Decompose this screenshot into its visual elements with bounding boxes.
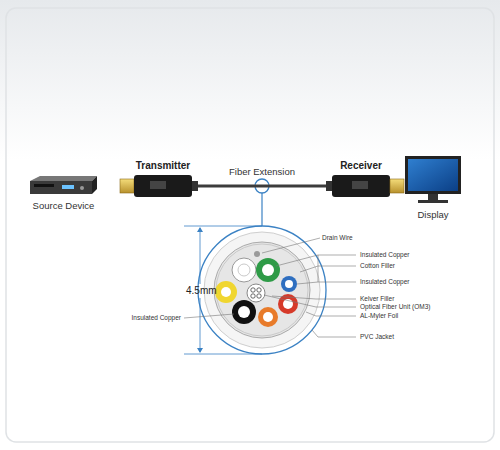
part-name: Optical Fiber Unit (OM3) (360, 303, 430, 311)
part-name: Insulated Copper (360, 251, 410, 259)
transmitter: Transmitter (134, 175, 192, 197)
dimension: 4.5mm (186, 285, 217, 297)
part-name: Cotton Filler (360, 262, 395, 270)
part-name: AL-Myler Foil (360, 312, 398, 320)
part-name: Drain Wire (322, 234, 353, 242)
part-name: Kelver Filler (360, 295, 394, 303)
device-label: Source Device (33, 200, 95, 211)
part-name: PVC Jacket (360, 333, 394, 341)
device-label: Receiver (340, 160, 382, 171)
cable-label: Fiber Extension (227, 166, 297, 177)
device-label: Transmitter (136, 160, 190, 171)
receiver: Receiver (332, 175, 390, 197)
source-device: Source Device (30, 176, 97, 194)
part-name: Insulated Copper (360, 278, 410, 286)
fiber-cable (198, 186, 326, 187)
device-label: Display (417, 209, 448, 220)
part-name: Insulated Copper (131, 314, 181, 322)
display: Display (405, 156, 461, 203)
